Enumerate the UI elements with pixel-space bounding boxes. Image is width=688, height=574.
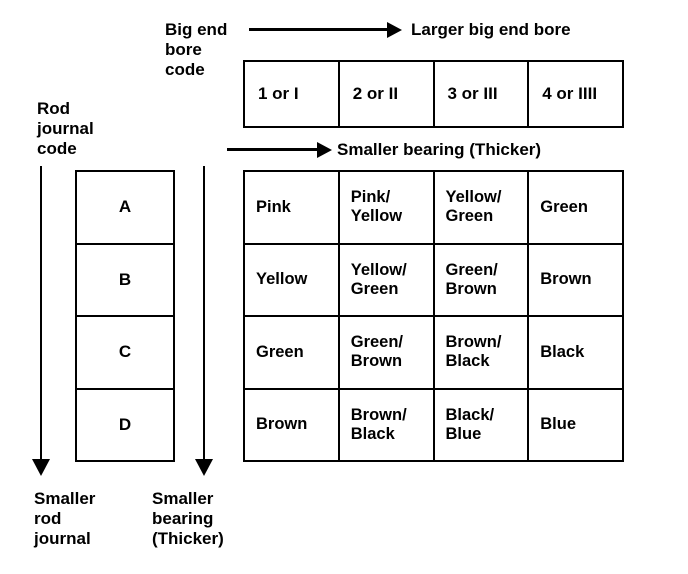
bearing-cell-c3: Brown/ Black (435, 317, 530, 388)
rod-journal-code-c: C (77, 317, 173, 390)
bore-code-cell-2: 2 or II (340, 62, 435, 126)
bearing-cell-d4: Blue (540, 415, 577, 434)
table-row: Brown Brown/ Black Black/ Blue Blue (245, 389, 622, 460)
bore-code-cell-3: 3 or III (435, 62, 530, 126)
bearing-cell-d2: Brown/ Black (340, 389, 435, 460)
big-end-bore-code-label: Big end bore code (165, 20, 228, 80)
rod-journal-code-a: A (77, 172, 173, 245)
bore-code-cell-4: 4 or IIII (542, 84, 598, 103)
arrow-right-smaller-bearing-icon (227, 148, 319, 151)
smaller-bearing-thicker-top-label: Smaller bearing (Thicker) (337, 140, 542, 159)
bearing-cell-c2: Green/ Brown (340, 317, 435, 388)
bearing-cell-a2: Pink/ Yellow (340, 172, 435, 243)
bore-code-header-row: 1 or I 2 or II 3 or III 4 or IIII (243, 60, 624, 128)
bearing-cell-b2: Yellow/ Green (340, 244, 435, 315)
larger-big-end-bore-label: Larger big end bore (411, 20, 571, 39)
rod-journal-code-column: A B C D (75, 170, 175, 462)
bore-code-cell-1: 1 or I (245, 62, 340, 126)
arrow-right-larger-big-end-bore-icon (249, 28, 389, 31)
bearing-cell-b1: Yellow (245, 244, 340, 315)
rod-journal-code-label: Rod journal code (37, 99, 94, 159)
table-row: Pink Pink/ Yellow Yellow/ Green Green (245, 172, 622, 245)
table-row: Green Green/ Brown Brown/ Black Black (245, 317, 622, 390)
rod-journal-code-b: B (77, 245, 173, 317)
smaller-rod-journal-label: Smaller rod journal (34, 489, 96, 549)
bearing-cell-b4: Brown (540, 270, 592, 289)
smaller-bearing-thicker-bottom-label: Smaller bearing (Thicker) (152, 489, 224, 549)
bearing-colour-grid: Pink Pink/ Yellow Yellow/ Green Green Ye… (243, 170, 624, 462)
arrow-down-smaller-bearing-icon (203, 166, 205, 461)
bearing-cell-c4: Black (540, 342, 585, 361)
bearing-cell-a4: Green (540, 197, 588, 216)
table-row: Yellow Yellow/ Green Green/ Brown Brown (245, 244, 622, 317)
bearing-cell-d1: Brown (245, 389, 340, 460)
bearing-cell-a1: Pink (245, 172, 340, 243)
rod-journal-code-d: D (118, 414, 132, 434)
bearing-cell-d3: Black/ Blue (435, 389, 530, 460)
arrow-down-smaller-rod-journal-icon (40, 166, 42, 461)
bearing-cell-b3: Green/ Brown (435, 244, 530, 315)
bearing-cell-c1: Green (245, 317, 340, 388)
bearing-cell-a3: Yellow/ Green (435, 172, 530, 243)
